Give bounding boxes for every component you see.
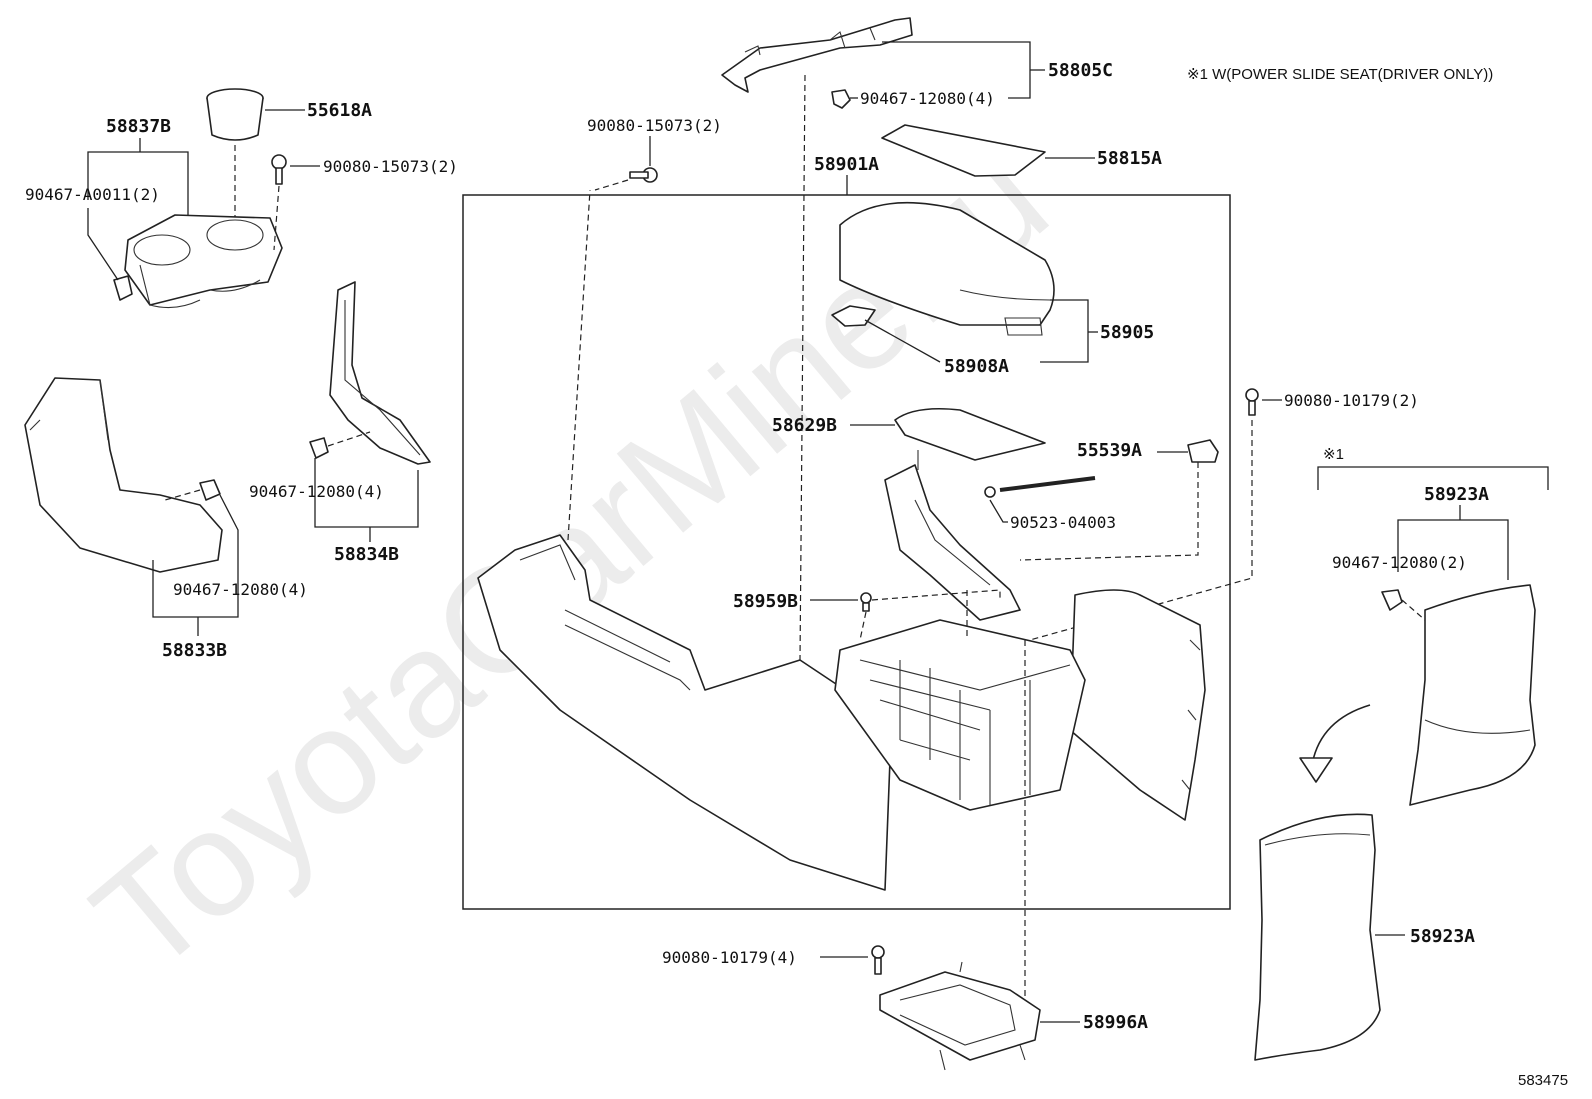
label-55618a: 55618A (307, 100, 372, 121)
part-58959b-clip[interactable] (860, 592, 872, 612)
label-90467-12080-4-top: 90467-12080(4) (860, 89, 995, 108)
label-90080-15073-2-left: 90080-15073(2) (323, 157, 458, 176)
part-90523-ring[interactable] (984, 486, 996, 498)
label-90080-10179-4: 90080-10179(4) (662, 948, 797, 967)
part-90467-clip-top[interactable] (831, 89, 851, 109)
label-58923a-bottom: 58923A (1410, 926, 1475, 947)
note-ref-marker: ※1 (1323, 446, 1344, 463)
label-90080-10179-2: 90080-10179(2) (1284, 391, 1419, 410)
label-58959b: 58959B (733, 591, 798, 612)
part-90467-clip-right[interactable] (1381, 589, 1403, 611)
part-90080-15073-bolt-left[interactable] (271, 154, 287, 185)
part-90080-10179-bolt-bottom[interactable] (871, 945, 885, 975)
label-58901a: 58901A (814, 154, 879, 175)
part-58833b-trim[interactable] (24, 377, 223, 573)
label-90467-12080-2: 90467-12080(2) (1332, 553, 1467, 572)
label-90080-15073-2-mid: 90080-15073(2) (587, 116, 722, 135)
label-58833b: 58833B (162, 640, 227, 661)
label-90467-12080-4-left: 90467-12080(4) (173, 580, 308, 599)
part-90467-clip-left[interactable] (199, 479, 221, 501)
part-90080-15073-bolt-mid[interactable] (629, 167, 658, 183)
rotate-arrow-icon (1299, 704, 1371, 783)
label-58629b: 58629B (772, 415, 837, 436)
part-55539a-cap[interactable] (1187, 439, 1219, 463)
part-58837b-cupholder[interactable] (124, 214, 283, 309)
note-power-slide-seat: ※1 W(POWER SLIDE SEAT(DRIVER ONLY)) (1187, 66, 1493, 83)
part-58908a-hinge[interactable] (831, 305, 876, 327)
label-58837b: 58837B (106, 116, 171, 137)
label-90523-04003: 90523-04003 (1010, 513, 1116, 532)
part-90467-clip-mid[interactable] (309, 437, 329, 459)
part-90467-a0011-clip[interactable] (113, 275, 133, 301)
diagram-reference-number: 583475 (1518, 1072, 1568, 1089)
label-58815a: 58815A (1097, 148, 1162, 169)
part-58996a-bracket[interactable] (879, 961, 1041, 1071)
label-58923a-top: 58923A (1424, 484, 1489, 505)
part-58815a-pad[interactable] (881, 124, 1046, 177)
label-55539a: 55539A (1077, 440, 1142, 461)
label-58905: 58905 (1100, 322, 1154, 343)
part-58629b-mat[interactable] (894, 407, 1046, 461)
label-58834b: 58834B (334, 544, 399, 565)
part-90080-10179-bolt-top[interactable] (1245, 388, 1259, 416)
label-58908a: 58908A (944, 356, 1009, 377)
part-58901a-console[interactable] (477, 450, 1206, 891)
label-58805c: 58805C (1048, 60, 1113, 81)
part-58923a-cover-lower[interactable] (1254, 813, 1381, 1061)
label-90467-12080-4-mid: 90467-12080(4) (249, 482, 384, 501)
label-90467-a0011-2: 90467-A0011(2) (25, 185, 160, 204)
part-58834b-trim[interactable] (329, 281, 431, 465)
part-58805c-panel[interactable] (721, 17, 913, 93)
part-rod[interactable] (999, 476, 1096, 492)
label-58996a: 58996A (1083, 1012, 1148, 1033)
part-58923a-cover-upper[interactable] (1409, 584, 1536, 806)
part-55618a-cup[interactable] (206, 88, 264, 141)
part-58905-armrest-lid[interactable] (839, 201, 1055, 336)
